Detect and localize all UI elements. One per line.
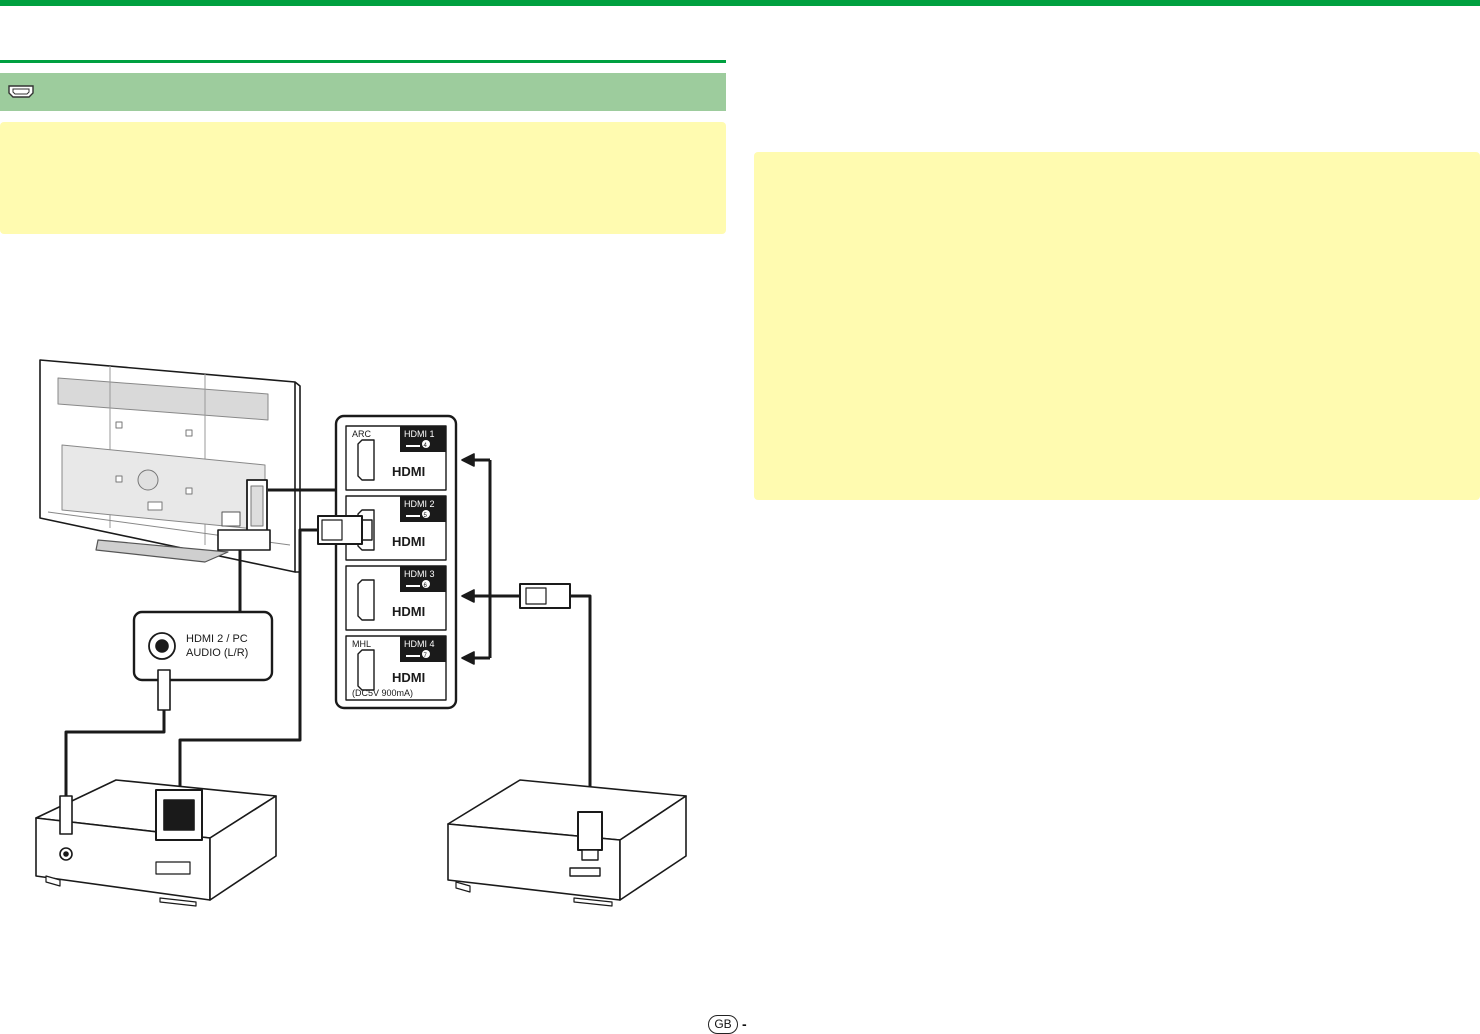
top-accent-bar [0,0,1480,6]
port-2-logo: HDMI [392,534,425,549]
port-1-number: 4 [424,443,428,449]
mhl-power-label: (DC5V 900mA) [352,688,413,698]
port-3-badge: HDMI 3 [404,569,435,579]
hdmi-port-icon [8,85,34,98]
audio-label-line1: HDMI 2 / PC [186,633,248,645]
port-4-number: 7 [424,653,428,659]
port-4-top-label: MHL [352,639,371,649]
port-1-logo: HDMI [392,464,425,479]
port-3-logo: HDMI [392,604,425,619]
audio-label-line2: AUDIO (L/R) [186,647,248,659]
port-2-badge: HDMI 2 [404,499,435,509]
port-1-top-label: ARC [352,429,372,439]
tv-rear-illustration [39,359,301,573]
region-badge: GB [708,1014,738,1034]
section-header-band [0,73,726,111]
hdmi-device-illustration [447,779,687,907]
page-marker: GB - [708,1014,747,1034]
note-box-left [0,122,726,234]
connection-diagram: ARC HDMI 1 4 HDMI HDMI 2 5 HDMI HDMI 3 6… [35,359,687,907]
note-box-right [754,152,1480,500]
pc-device-illustration [35,779,277,907]
section-rule [0,60,726,63]
port-4-logo: HDMI [392,670,425,685]
port-4-badge: HDMI 4 [404,639,435,649]
audio-input-panel [132,610,274,682]
port-2-number: 5 [424,513,428,519]
port-3-number: 6 [424,583,428,589]
page-dash: - [742,1016,747,1032]
port-1-badge: HDMI 1 [404,429,435,439]
